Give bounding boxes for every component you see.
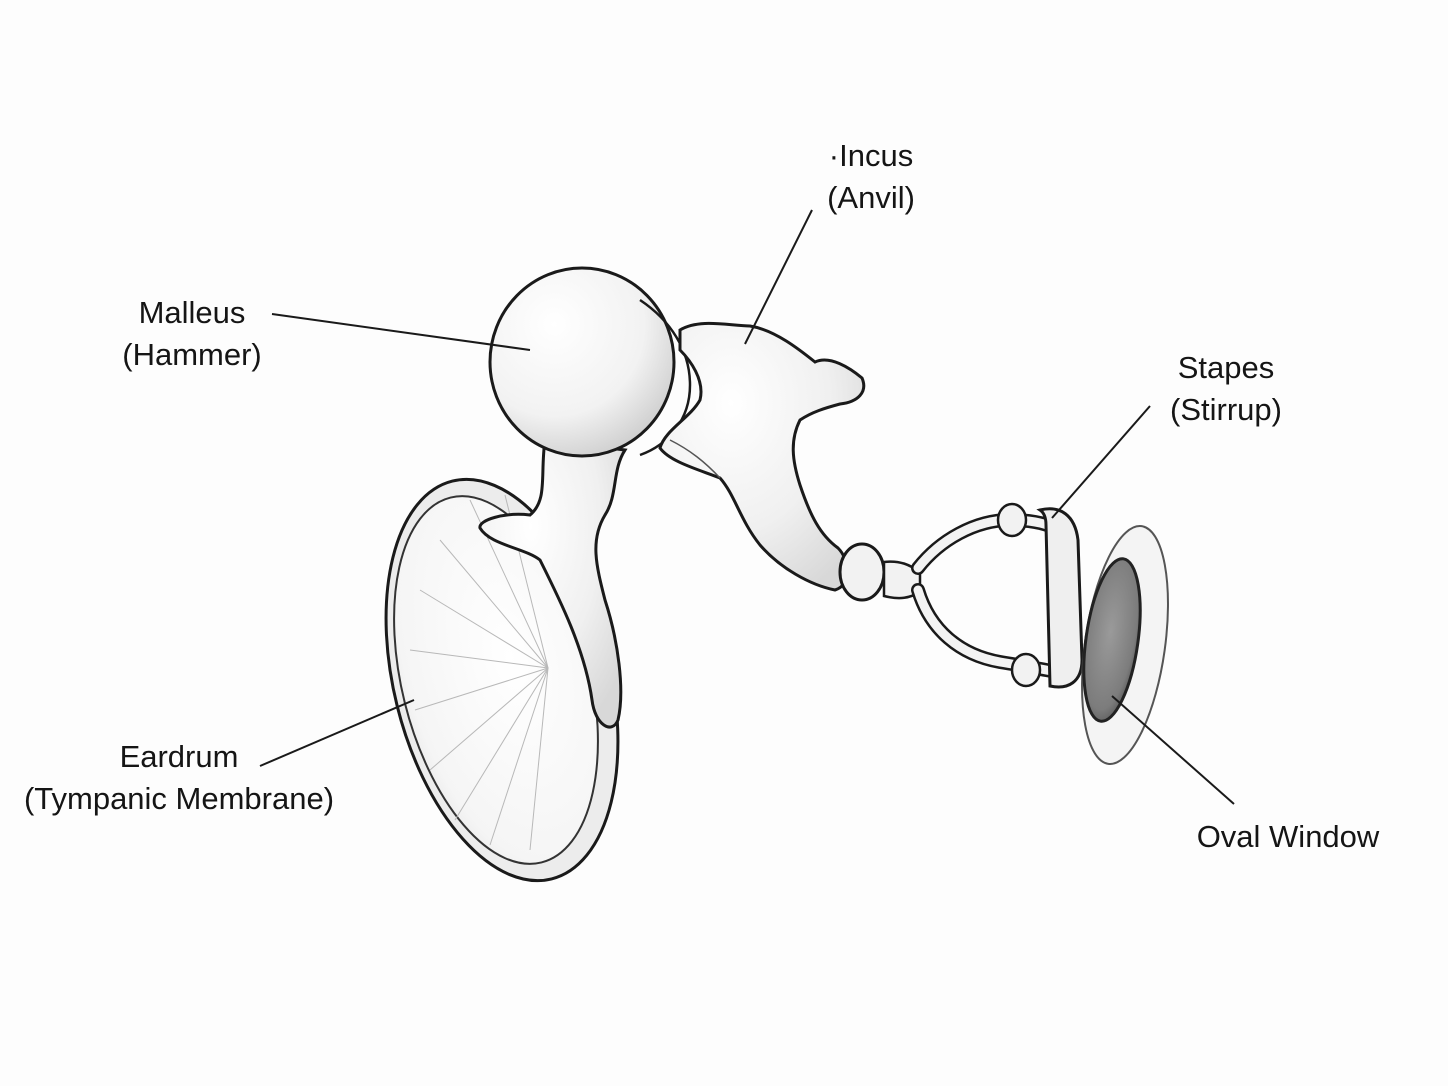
label-stapes-name: Stapes bbox=[1177, 350, 1275, 385]
label-incus-name: ·Incus bbox=[828, 138, 914, 173]
leader-eardrum bbox=[259, 699, 415, 767]
stapes-shape bbox=[838, 502, 1084, 689]
label-incus-alt: (Anvil) bbox=[827, 180, 915, 215]
leader-incus bbox=[744, 209, 813, 345]
label-malleus: Malleus (Hammer) bbox=[80, 292, 304, 376]
label-oval-window-name: Oval Window bbox=[1196, 819, 1380, 854]
label-stapes: Stapes (Stirrup) bbox=[1140, 347, 1312, 431]
oval-window-shape bbox=[1081, 525, 1169, 765]
label-malleus-name: Malleus bbox=[138, 295, 246, 330]
label-oval-window: Oval Window bbox=[1168, 816, 1408, 858]
leader-malleus bbox=[271, 313, 531, 351]
leader-lines bbox=[259, 209, 1235, 805]
leader-oval-window bbox=[1111, 695, 1235, 805]
label-eardrum-name: Eardrum bbox=[119, 739, 239, 774]
leader-stapes bbox=[1051, 405, 1151, 519]
label-eardrum: Eardrum (Tympanic Membrane) bbox=[6, 736, 352, 820]
incus-shape bbox=[658, 321, 866, 592]
label-malleus-alt: (Hammer) bbox=[122, 337, 262, 372]
label-stapes-alt: (Stirrup) bbox=[1170, 392, 1282, 427]
label-eardrum-alt: (Tympanic Membrane) bbox=[23, 781, 335, 816]
label-incus: ·Incus (Anvil) bbox=[796, 135, 946, 219]
